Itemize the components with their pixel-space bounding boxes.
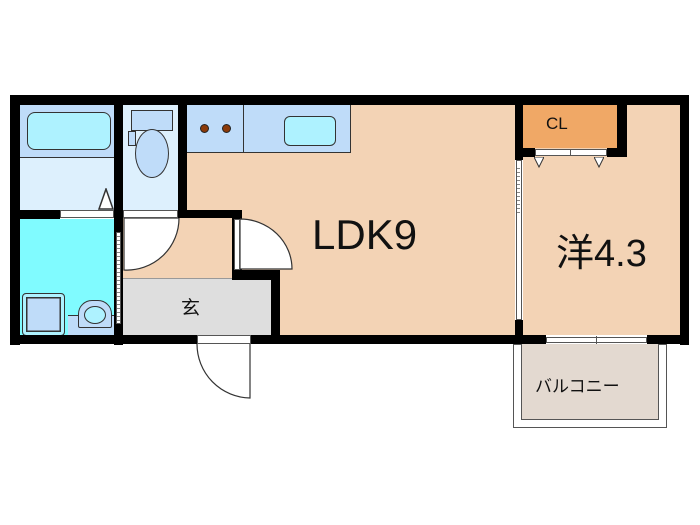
wall-bottom-right bbox=[647, 335, 689, 344]
front-door-frame bbox=[197, 335, 251, 344]
balcony-label: バルコニー bbox=[535, 377, 620, 396]
washroom-sliding-door[interactable] bbox=[116, 232, 121, 324]
wall-hall-top bbox=[178, 210, 242, 218]
bathroom-door[interactable] bbox=[60, 210, 114, 218]
closet-door[interactable] bbox=[535, 149, 607, 156]
wall-entrance-ldk bbox=[271, 270, 280, 340]
toilet-tank-icon bbox=[131, 110, 173, 131]
ldk-door-swing[interactable] bbox=[240, 218, 295, 270]
wall-right bbox=[680, 95, 689, 345]
closet-door-marker bbox=[594, 157, 604, 169]
balcony-floor bbox=[521, 344, 659, 420]
wall-toilet-ldk bbox=[178, 95, 187, 218]
toilet-door-swing bbox=[123, 218, 180, 271]
closet-label: CL bbox=[546, 114, 568, 133]
balcony-window-divider bbox=[596, 336, 597, 344]
closet-door-marker bbox=[534, 157, 544, 169]
ldk-label: LDK9 bbox=[312, 211, 418, 258]
bathtub-icon bbox=[27, 112, 111, 150]
wall-bath-toilet bbox=[114, 95, 123, 345]
sink-bowl-icon bbox=[84, 306, 106, 324]
closet-floor bbox=[523, 105, 617, 148]
front-door-swing[interactable] bbox=[196, 344, 254, 400]
western-sliding-door[interactable] bbox=[516, 160, 522, 320]
wall-bottom-left bbox=[10, 335, 197, 344]
wall-closet-bottom-r bbox=[607, 148, 627, 157]
toilet-door[interactable] bbox=[123, 210, 178, 218]
entrance-label: 玄 bbox=[181, 298, 201, 319]
burner-icon bbox=[200, 124, 209, 133]
western-sliding-door-track bbox=[517, 165, 520, 215]
wall-entrance-right bbox=[232, 270, 280, 280]
entrance-floor bbox=[123, 278, 271, 336]
western-room-label: 洋4.3 bbox=[556, 233, 647, 275]
wall-ldk-western-lower bbox=[515, 320, 523, 340]
closet-door-divider bbox=[570, 149, 571, 156]
wall-bath-wash bbox=[20, 210, 60, 219]
washing-machine-icon bbox=[22, 293, 65, 336]
wall-closet-bottom bbox=[523, 148, 535, 157]
toilet-paper-icon bbox=[128, 131, 136, 146]
drain-icon bbox=[98, 188, 114, 210]
wall-bottom-mid bbox=[251, 335, 546, 344]
kitchen-sink-icon bbox=[284, 116, 336, 146]
toilet-bowl-icon bbox=[135, 129, 169, 178]
burner-icon bbox=[222, 124, 231, 133]
wall-top bbox=[10, 95, 689, 105]
kitchen-stove-counter bbox=[187, 105, 244, 153]
wall-left bbox=[10, 95, 20, 345]
wall-ldk-western bbox=[515, 95, 523, 160]
wall-closet-right bbox=[617, 95, 627, 157]
